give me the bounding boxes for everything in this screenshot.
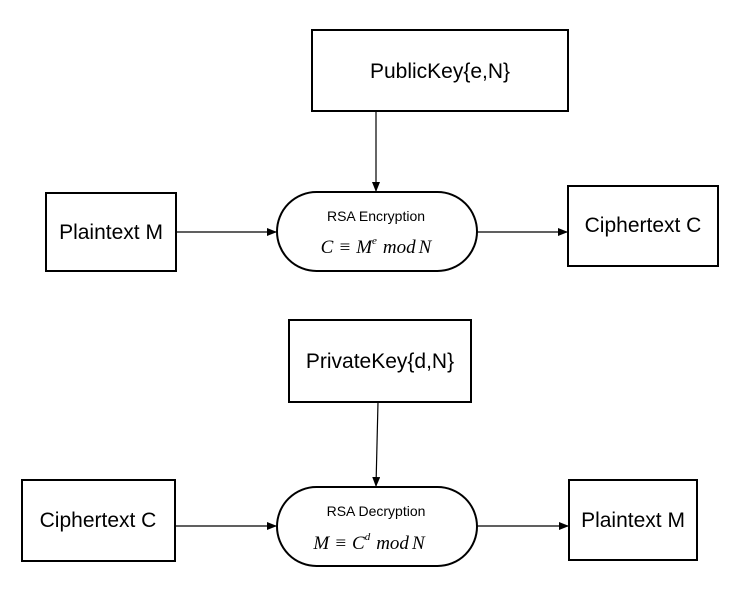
rsa-encryption-title: RSA Encryption <box>327 208 425 224</box>
formula-modulus: N <box>418 237 433 258</box>
formula-mod: mod <box>383 237 416 258</box>
ciphertext-output-label: Ciphertext C <box>585 214 702 237</box>
plaintext-input-box: Plaintext M <box>45 192 177 272</box>
formula-lhs: M <box>312 533 330 554</box>
formula-base: M <box>355 237 373 258</box>
private-key-to-decryption-arrow <box>372 401 381 487</box>
public-key-label: PublicKey{e,N} <box>370 60 510 83</box>
public-key-box: PublicKey{e,N} <box>311 29 569 112</box>
rsa-decryption-title: RSA Decryption <box>327 503 426 519</box>
ciphertext-input-box: Ciphertext C <box>21 479 176 562</box>
formula-modulus: N <box>411 533 426 554</box>
formula-base: C <box>352 533 365 554</box>
private-key-box: PrivateKey{d,N} <box>288 319 472 403</box>
formula-mod: mod <box>376 533 409 554</box>
ciphertext-input-label: Ciphertext C <box>40 509 157 532</box>
plaintext-output-label: Plaintext M <box>581 509 685 532</box>
formula-exponent: e <box>372 235 377 247</box>
plaintext-input-label: Plaintext M <box>59 221 163 244</box>
formula-congruence: ≡ <box>334 533 347 554</box>
private-key-label: PrivateKey{d,N} <box>306 350 454 373</box>
formula-congruence: ≡ <box>338 237 351 258</box>
formula-lhs: C <box>321 237 334 258</box>
encryption-section: PublicKey{e,N} Plaintext M RSA Encryptio… <box>45 29 719 272</box>
decryption-section: PrivateKey{d,N} Ciphertext C RSA Decrypt… <box>21 319 698 567</box>
formula-exponent: d <box>365 531 371 543</box>
plaintext-output-box: Plaintext M <box>568 479 698 561</box>
ciphertext-output-box: Ciphertext C <box>567 185 719 267</box>
